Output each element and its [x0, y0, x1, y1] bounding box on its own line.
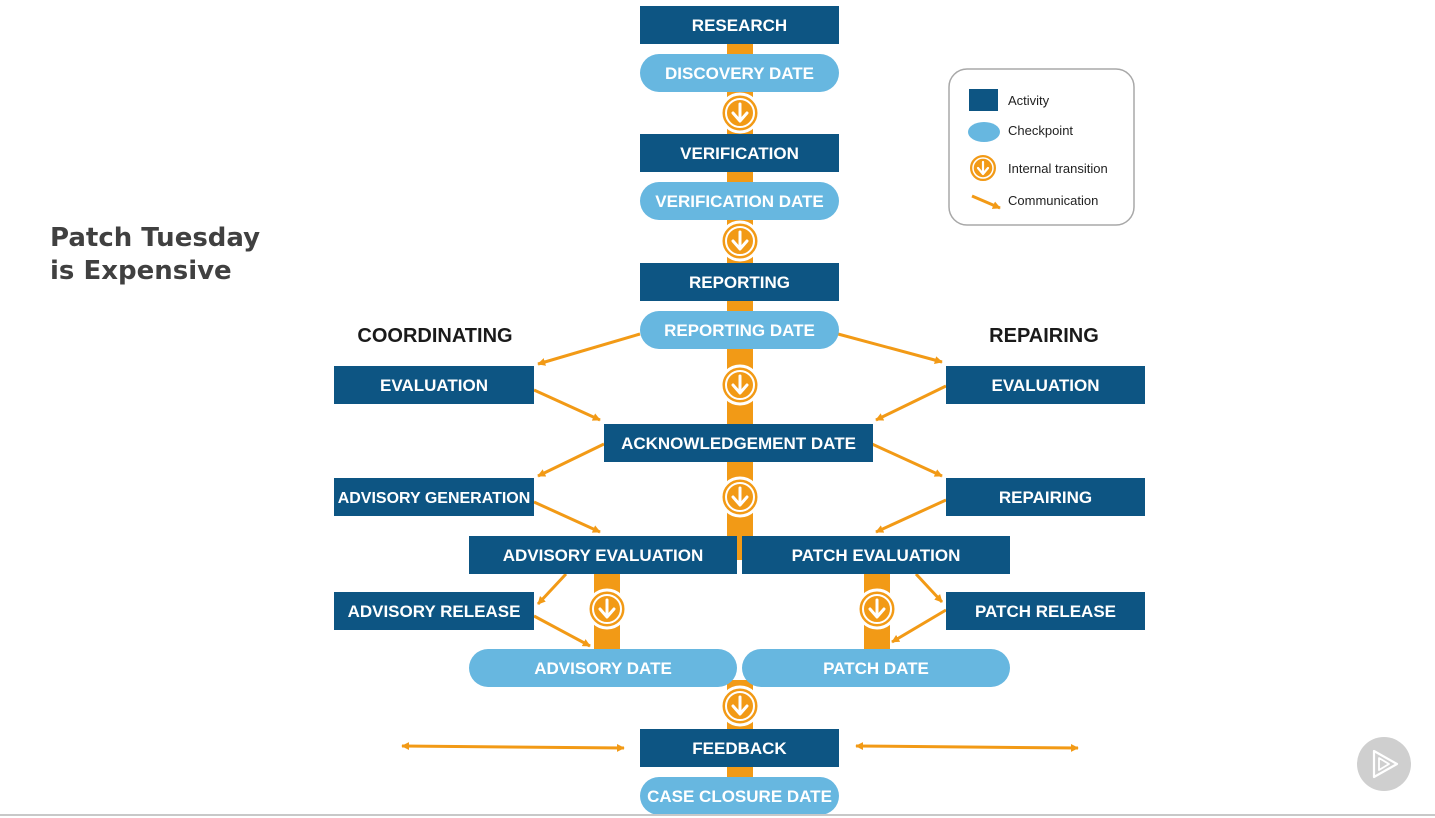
- legend-activity-swatch: [969, 89, 998, 111]
- transition-icon: [856, 588, 898, 630]
- checkpoint-reporting-date-label: REPORTING DATE: [664, 321, 815, 340]
- activity-repairing: REPAIRING: [946, 478, 1145, 516]
- repairing-header: REPAIRING: [989, 325, 1099, 347]
- play-icon: [1372, 749, 1399, 779]
- transition-icon: [719, 476, 761, 518]
- legend-internal-transition-label: Internal transition: [1008, 161, 1108, 176]
- transition-icon: [719, 220, 761, 262]
- checkpoint-case-closure-date-label: CASE CLOSURE DATE: [647, 787, 832, 806]
- activity-advisory-evaluation-label: ADVISORY EVALUATION: [503, 546, 704, 565]
- activity-patch-evaluation-label: PATCH EVALUATION: [792, 546, 961, 565]
- transition-icon: [719, 92, 761, 134]
- activity-repairing-evaluation-label: EVALUATION: [992, 376, 1100, 395]
- checkpoint-advisory-date: ADVISORY DATE: [469, 649, 737, 687]
- activity-research-label: RESEARCH: [692, 16, 787, 35]
- transition-icon: [586, 588, 628, 630]
- activity-reporting: REPORTING: [640, 263, 839, 301]
- slide-title-line-2: is Expensive: [50, 256, 232, 286]
- activity-reporting-label: REPORTING: [689, 273, 790, 292]
- activity-repairing-evaluation: EVALUATION: [946, 366, 1145, 404]
- activity-patch-evaluation: PATCH EVALUATION: [742, 536, 1010, 574]
- activity-advisory-generation-label: ADVISORY GENERATION: [338, 490, 531, 507]
- activity-advisory-evaluation: ADVISORY EVALUATION: [469, 536, 737, 574]
- activity-feedback: FEEDBACK: [640, 729, 839, 767]
- checkpoint-case-closure-date: CASE CLOSURE DATE: [640, 777, 839, 815]
- activity-advisory-release-label: ADVISORY RELEASE: [348, 602, 521, 621]
- legend-checkpoint-label: Checkpoint: [1008, 123, 1073, 138]
- checkpoint-patch-date: PATCH DATE: [742, 649, 1010, 687]
- checkpoint-verification-date: VERIFICATION DATE: [640, 182, 839, 220]
- activity-advisory-generation: ADVISORY GENERATION: [334, 478, 534, 516]
- activity-patch-release-label: PATCH RELEASE: [975, 602, 1116, 621]
- activity-acknowledgement-date: ACKNOWLEDGEMENT DATE: [604, 424, 873, 462]
- activity-coordinating-evaluation: EVALUATION: [334, 366, 534, 404]
- activity-verification-label: VERIFICATION: [680, 144, 799, 163]
- activity-feedback-label: FEEDBACK: [692, 739, 787, 758]
- activity-acknowledgement-date-label: ACKNOWLEDGEMENT DATE: [621, 434, 856, 453]
- slide-title-line-1: Patch Tuesday: [50, 223, 261, 253]
- checkpoint-patch-date-label: PATCH DATE: [823, 659, 929, 678]
- activity-coordinating-evaluation-label: EVALUATION: [380, 376, 488, 395]
- checkpoint-discovery-date-label: DISCOVERY DATE: [665, 64, 814, 83]
- internal-transition-icons: [586, 92, 898, 727]
- legend-activity-label: Activity: [1008, 93, 1050, 108]
- activity-verification: VERIFICATION: [640, 134, 839, 172]
- legend-checkpoint-swatch: [968, 122, 1000, 142]
- transition-icon: [719, 364, 761, 406]
- legend-communication-label: Communication: [1008, 193, 1098, 208]
- legend-communication-arrow-icon: [971, 194, 1001, 210]
- activity-patch-release: PATCH RELEASE: [946, 592, 1145, 630]
- slide-bottom-divider: [0, 814, 1435, 816]
- activity-advisory-release: ADVISORY RELEASE: [334, 592, 534, 630]
- slide-title: Patch Tuesday is Expensive: [50, 222, 260, 288]
- checkpoint-verification-date-label: VERIFICATION DATE: [655, 192, 823, 211]
- checkpoint-discovery-date: DISCOVERY DATE: [640, 54, 839, 92]
- legend-transition-icon: [968, 153, 998, 183]
- communication-arrows: [401, 332, 1079, 752]
- checkpoint-reporting-date: REPORTING DATE: [640, 311, 839, 349]
- transition-icon: [719, 685, 761, 727]
- coordinating-header: COORDINATING: [357, 325, 512, 347]
- legend: Activity Checkpoint Internal transition …: [948, 68, 1135, 226]
- activity-research: RESEARCH: [640, 6, 839, 44]
- activity-repairing-label: REPAIRING: [999, 488, 1092, 507]
- play-button[interactable]: [1357, 737, 1411, 791]
- checkpoint-advisory-date-label: ADVISORY DATE: [534, 659, 672, 678]
